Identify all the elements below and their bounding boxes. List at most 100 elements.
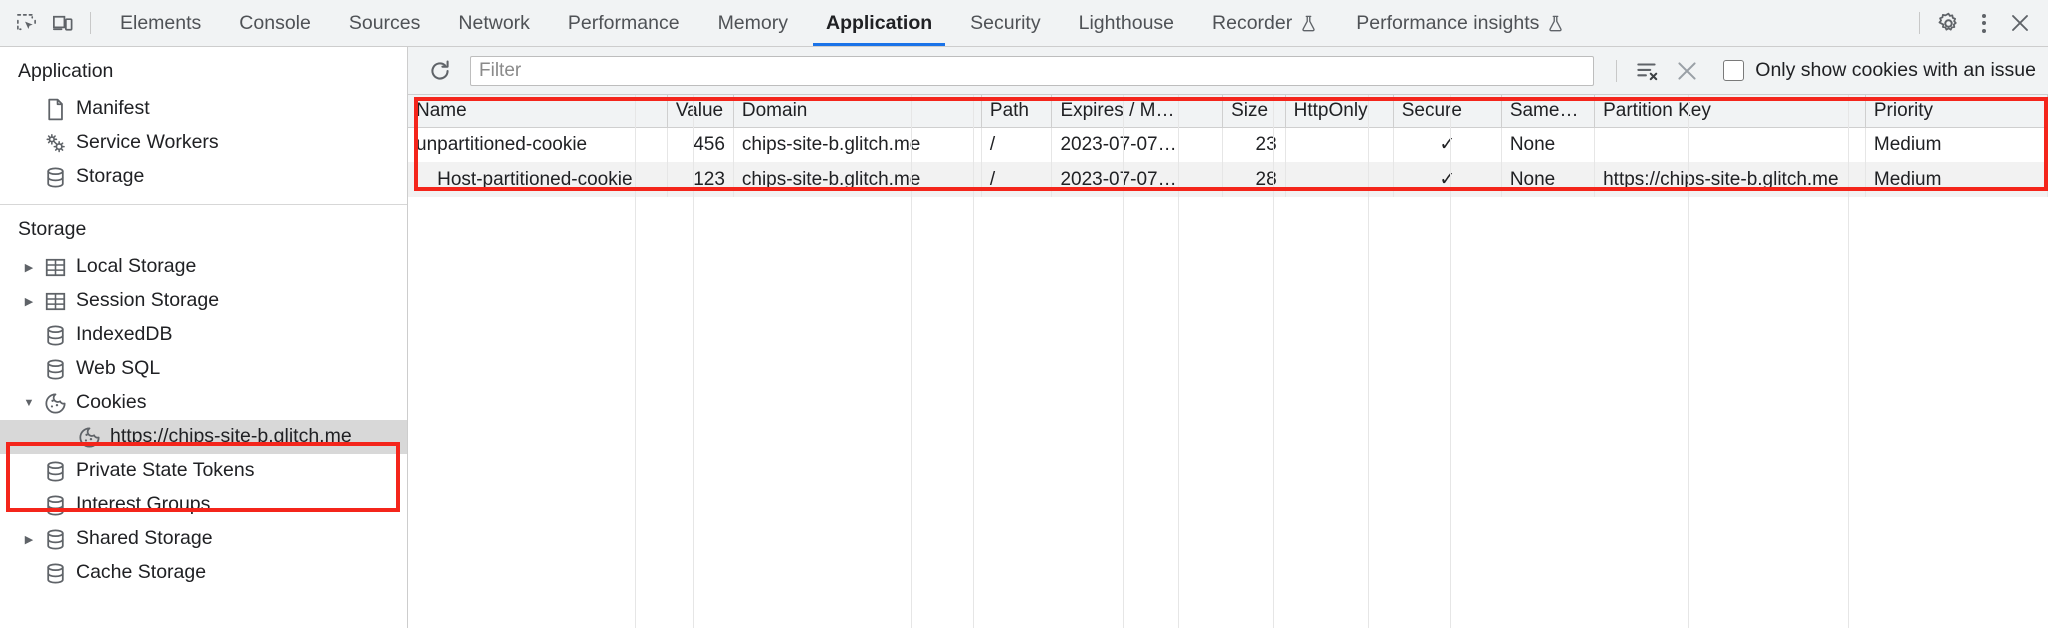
- filter-input[interactable]: [470, 55, 1595, 86]
- sidebar-item-indexeddb[interactable]: ▶IndexedDB: [0, 318, 407, 352]
- toolbar-divider-right: [1919, 12, 1920, 34]
- sidebar-item-shared-storage[interactable]: ▶ Shared Storage: [0, 522, 407, 556]
- tab-label: Sources: [348, 11, 421, 34]
- cell-name: unpartitioned-cookie: [408, 127, 668, 162]
- cell-secure: ✓: [1393, 127, 1502, 162]
- sidebar-item-private-state-tokens[interactable]: ▶Private State Tokens: [0, 454, 407, 488]
- cookie-icon: [40, 391, 70, 416]
- panel-tabs: Elements Console Sources Network Performance…: [101, 0, 1584, 46]
- cell-domain: chips-site-b.glitch.me: [733, 162, 982, 197]
- tab-memory[interactable]: Memory: [699, 0, 807, 46]
- column-header-size[interactable]: Size: [1222, 95, 1286, 128]
- tab-label: Memory: [717, 11, 788, 34]
- tab-recorder[interactable]: Recorder: [1193, 0, 1337, 46]
- chevron-down-icon[interactable]: ▼: [23, 397, 35, 409]
- column-header-secure[interactable]: Secure: [1393, 95, 1502, 128]
- gear-icon[interactable]: [1930, 5, 1966, 41]
- sidebar-item-label: Shared Storage: [76, 527, 213, 550]
- cell-path: /: [981, 127, 1053, 162]
- sidebar-item-cookies[interactable]: ▼ Cookies: [0, 386, 407, 420]
- inspect-element-icon[interactable]: [8, 5, 44, 41]
- sidebar-item-web-sql[interactable]: ▶Web SQL: [0, 352, 407, 386]
- close-icon[interactable]: [2002, 5, 2038, 41]
- sidebar-item-label: Interest Groups: [76, 493, 211, 516]
- cell-expires-m: 2023-07-07…: [1051, 127, 1224, 162]
- chevron-right-icon[interactable]: ▶: [24, 261, 34, 274]
- cell-priority: Medium: [1865, 162, 2048, 197]
- tab-label: Network: [458, 11, 530, 34]
- column-header-domain[interactable]: Domain: [733, 95, 982, 128]
- device-toolbar-icon[interactable]: [44, 5, 80, 41]
- cell-path: /: [981, 162, 1053, 197]
- tab-label: Lighthouse: [1078, 11, 1175, 34]
- refresh-icon[interactable]: [422, 53, 458, 89]
- tab-elements[interactable]: Elements: [101, 0, 220, 46]
- filter-divider: [1616, 59, 1618, 82]
- sidebar-item-manifest[interactable]: ▶Manifest: [0, 92, 407, 126]
- cell-name: __Host-partitioned-cookie: [408, 162, 668, 197]
- sidebar-item-label: Local Storage: [76, 255, 197, 278]
- only-issues-checkbox-row[interactable]: Only show cookies with an issue: [1723, 59, 2036, 82]
- sidebar-item-interest-groups[interactable]: ▶Interest Groups: [0, 488, 407, 522]
- tab-network[interactable]: Network: [439, 0, 549, 46]
- database-icon: [40, 459, 70, 484]
- clear-all-cookies-icon[interactable]: [1629, 53, 1665, 89]
- sidebar-item-storage[interactable]: ▶Storage: [0, 160, 407, 194]
- chevron-right-icon[interactable]: ▶: [24, 295, 34, 308]
- tab-lighthouse[interactable]: Lighthouse: [1060, 0, 1193, 46]
- sidebar-item-label: Cache Storage: [76, 561, 207, 584]
- sidebar-item-label: IndexedDB: [76, 323, 173, 346]
- column-header-samesite[interactable]: SameSite: [1501, 95, 1596, 128]
- tab-sources[interactable]: Sources: [330, 0, 440, 46]
- cell-httponly: [1285, 162, 1394, 197]
- tab-label: Elements: [120, 11, 202, 34]
- only-issues-label: Only show cookies with an issue: [1755, 59, 2036, 81]
- sidebar-section-application: Application▶Manifest▶Service Workers▶Sto…: [0, 47, 407, 204]
- chevron-right-icon[interactable]: ▶: [24, 533, 34, 546]
- tab-performance[interactable]: Performance: [549, 0, 699, 46]
- document-icon: [40, 97, 70, 122]
- sidebar-item-label: Cookies: [76, 391, 147, 414]
- toolbar-divider: [90, 12, 91, 34]
- sidebar-item-https-chips-site-b-glitch-me[interactable]: ▶https://chips-site-b.glitch.me: [0, 420, 407, 454]
- column-header-name[interactable]: Name: [408, 95, 668, 128]
- sidebar-item-local-storage[interactable]: ▶ Local Storage: [0, 250, 407, 284]
- sidebar-item-label: https://chips-site-b.glitch.me: [110, 425, 352, 448]
- experimental-flask-icon: [1299, 14, 1318, 33]
- devtools-body: Application▶Manifest▶Service Workers▶Sto…: [0, 47, 2048, 628]
- column-header-priority[interactable]: Priority: [1865, 95, 2048, 128]
- experimental-flask-icon: [1546, 14, 1565, 33]
- database-icon: [40, 561, 70, 586]
- tab-label: Performance: [567, 11, 680, 34]
- column-header-value[interactable]: Value: [667, 95, 734, 128]
- sidebar-section-storage: Storage▶Local Storage▶Session Storage▶In…: [0, 204, 407, 600]
- database-icon: [40, 527, 70, 552]
- column-header-expires-m[interactable]: Expires / M…: [1051, 95, 1224, 128]
- delete-selected-cookie-icon[interactable]: [1669, 53, 1705, 89]
- only-issues-checkbox[interactable]: [1723, 60, 1745, 81]
- tab-console[interactable]: Console: [220, 0, 330, 46]
- sidebar-item-cache-storage[interactable]: ▶Cache Storage: [0, 556, 407, 590]
- sidebar-item-session-storage[interactable]: ▶ Session Storage: [0, 284, 407, 318]
- tab-application[interactable]: Application: [807, 0, 951, 46]
- column-header-path[interactable]: Path: [981, 95, 1053, 128]
- sidebar-item-label: Manifest: [76, 97, 150, 120]
- cell-partition-key: [1594, 127, 1866, 162]
- cell-priority: Medium: [1865, 127, 2048, 162]
- sidebar-item-service-workers[interactable]: ▶Service Workers: [0, 126, 407, 160]
- column-header-httponly[interactable]: HttpOnly: [1285, 95, 1394, 128]
- cell-expires-m: 2023-07-07…: [1051, 162, 1224, 197]
- kebab-menu-icon[interactable]: [1966, 5, 2002, 41]
- tab-performance-insights[interactable]: Performance insights: [1337, 0, 1584, 46]
- sidebar-item-label: Session Storage: [76, 289, 220, 312]
- tab-security[interactable]: Security: [951, 0, 1059, 46]
- sidebar-item-label: Web SQL: [76, 357, 161, 380]
- cookies-filter-toolbar: Only show cookies with an issue: [408, 47, 2048, 95]
- column-header-partition-key[interactable]: Partition Key: [1594, 95, 1866, 128]
